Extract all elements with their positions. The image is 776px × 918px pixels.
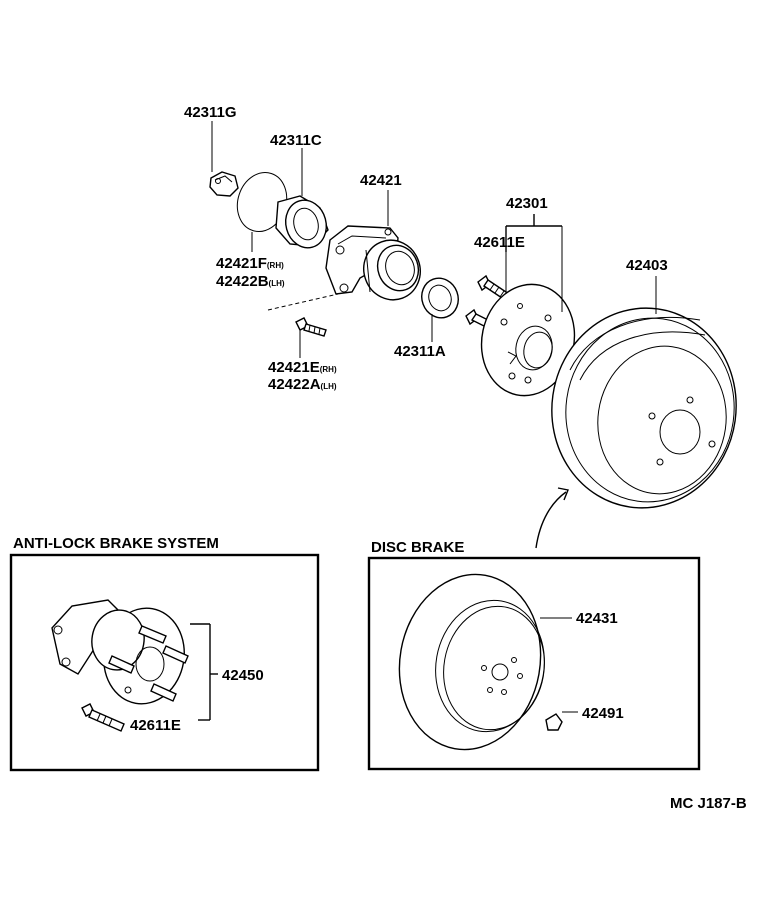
label-42450: 42450 bbox=[222, 667, 264, 684]
label-42421f-code: 42421F bbox=[216, 255, 267, 272]
label-42431: 42431 bbox=[576, 610, 618, 627]
disc-brake-section bbox=[367, 556, 701, 771]
label-42611e-top: 42611E bbox=[474, 234, 525, 251]
seal-42311a bbox=[421, 277, 459, 342]
label-42422b: 42422B(LH) bbox=[216, 273, 285, 290]
label-42422a-suffix: (LH) bbox=[321, 382, 337, 391]
label-42403: 42403 bbox=[626, 257, 668, 274]
abs-section-title: ANTI-LOCK BRAKE SYSTEM bbox=[13, 535, 219, 552]
abs-box bbox=[9, 553, 320, 772]
label-42311a: 42311A bbox=[394, 343, 446, 360]
label-42421f-suffix: (RH) bbox=[267, 261, 284, 270]
disc-section-title: DISC BRAKE bbox=[371, 539, 464, 556]
diagram-code: MC J187-B bbox=[670, 795, 747, 812]
label-42311c: 42311C bbox=[270, 132, 322, 149]
label-42422a: 42422A(LH) bbox=[268, 376, 337, 393]
bracket-42301 bbox=[505, 214, 562, 252]
label-42421e-code: 42421E bbox=[268, 359, 320, 376]
disc-box bbox=[367, 556, 701, 771]
label-42422a-code: 42422A bbox=[268, 376, 321, 393]
bolt-42421e bbox=[267, 293, 339, 358]
brake-drum-42403 bbox=[551, 276, 737, 509]
label-42421e: 42421E(RH) bbox=[268, 359, 337, 376]
abs-section bbox=[9, 553, 320, 772]
label-42491: 42491 bbox=[582, 705, 624, 722]
label-42301: 42301 bbox=[506, 195, 548, 212]
label-42421: 42421 bbox=[360, 172, 402, 189]
label-42611e-abs: 42611E bbox=[130, 717, 181, 734]
cap-42311c bbox=[275, 148, 329, 249]
knuckle-42421 bbox=[325, 190, 421, 301]
label-42421e-suffix: (RH) bbox=[320, 365, 337, 374]
plug-42311g bbox=[209, 121, 239, 197]
label-42422b-suffix: (LH) bbox=[269, 279, 285, 288]
label-42422b-code: 42422B bbox=[216, 273, 269, 290]
label-42311g: 42311G bbox=[184, 104, 237, 121]
label-42421f: 42421F(RH) bbox=[216, 255, 284, 272]
reference-arrow bbox=[535, 487, 569, 549]
